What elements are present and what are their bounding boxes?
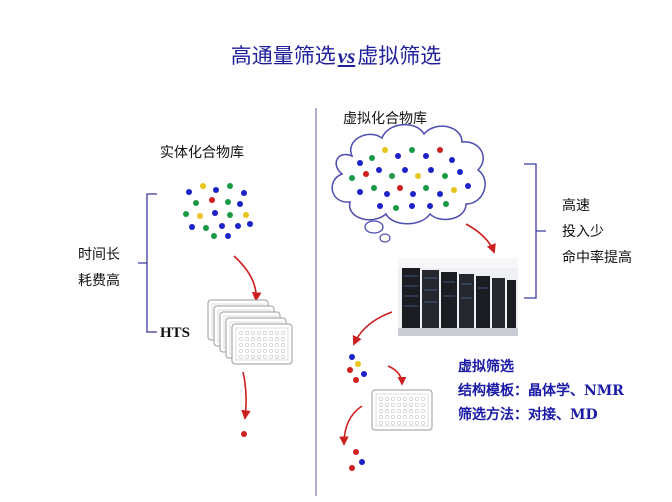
- arrow-icon: [339, 405, 363, 446]
- arrow-icon: [465, 223, 496, 254]
- physical-library-dots: [183, 183, 253, 239]
- supercomputer-icon: [398, 258, 518, 336]
- hit-compound-dot: [241, 431, 247, 437]
- cloud-icon: [331, 124, 486, 243]
- pros-hit-rate-label: 命中率提高: [562, 250, 632, 266]
- structure-template-text: 结构模板：晶体学、NMR: [458, 383, 624, 399]
- title-part-virtual: 虚拟筛选: [357, 44, 442, 68]
- page-title: 高通量筛选vs虚拟筛选: [0, 40, 672, 70]
- pros-cost-label: 投入少: [562, 224, 604, 240]
- cons-time-label: 时间长: [78, 247, 120, 263]
- virtual-screening-heading: 虚拟筛选: [458, 359, 514, 375]
- arrow-icon: [387, 365, 407, 386]
- microplate-stack-icon: [207, 299, 293, 365]
- arrow-icon: [352, 311, 393, 346]
- physical-library-label: 实体化合物库: [160, 145, 244, 161]
- arrow-icon: [241, 371, 251, 420]
- microplate-icon: [371, 389, 433, 431]
- virtual-library-label: 虚拟化合物库: [343, 111, 427, 127]
- pros-speed-label: 高速: [562, 198, 590, 214]
- final-hit-dots: [349, 449, 365, 471]
- title-part-hts: 高通量筛选: [230, 44, 336, 68]
- virtual-library-dots: [349, 147, 471, 211]
- title-vs: vs: [337, 44, 356, 68]
- arrow-icon: [233, 255, 262, 302]
- virtual-hit-dots: [347, 354, 367, 383]
- left-bracket-icon: [138, 193, 157, 333]
- screening-method-text: 筛选方法：对接、MD: [458, 407, 598, 423]
- hts-label: HTS: [160, 325, 191, 341]
- right-bracket-icon: [524, 163, 546, 299]
- cons-cost-label: 耗费高: [78, 273, 120, 289]
